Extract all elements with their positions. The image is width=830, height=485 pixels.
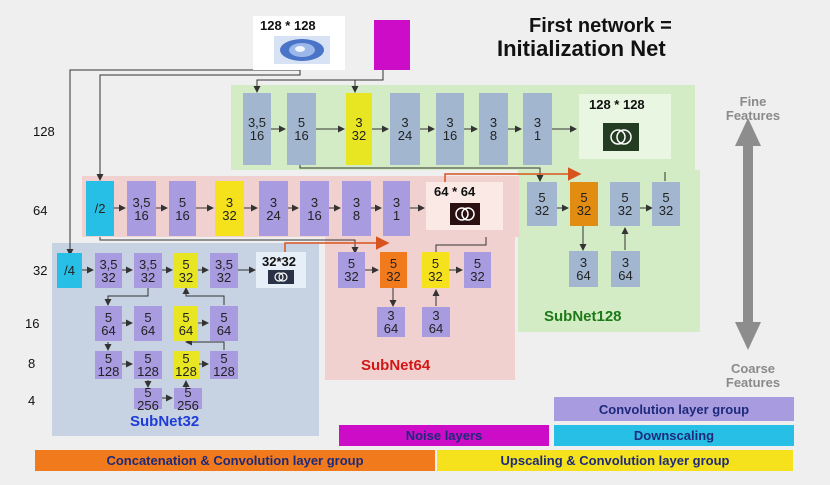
fine-features-label: Fine Features — [725, 94, 781, 123]
legend-upscale: Upscaling & Convolution layer group — [437, 450, 793, 471]
output-32-image — [268, 270, 294, 284]
legend-noise: Noise layers — [339, 425, 549, 446]
coarse-features-label: Coarse Features — [725, 361, 781, 390]
input-noise-image — [274, 36, 330, 64]
downscale-box-64: /2 — [86, 181, 114, 236]
output-32-label: 32*32 — [262, 254, 296, 269]
input-image-label: 128 * 128 — [260, 18, 316, 33]
output-64-label: 64 * 64 — [434, 184, 476, 199]
subnet128-label: SubNet128 — [544, 308, 622, 325]
output-64-image — [450, 203, 480, 225]
legend-conv: Convolution layer group — [554, 397, 794, 421]
row-label-32: 32 — [33, 263, 48, 278]
title-line1: First network = — [529, 15, 672, 37]
noise-layer-box — [374, 20, 410, 70]
row-label-64: 64 — [33, 203, 48, 218]
subnet32-label: SubNet32 — [130, 413, 200, 430]
subnet64-label: SubNet64 — [361, 357, 431, 374]
legend-down: Downscaling — [554, 425, 794, 446]
output-128-image — [603, 123, 639, 151]
downscale-box-32: /4 — [57, 253, 82, 288]
row-label-128: 128 — [33, 124, 55, 139]
row-label-16: 16 — [25, 316, 40, 331]
row-label-4: 4 — [28, 393, 36, 408]
output-128-label: 128 * 128 — [589, 97, 645, 112]
legend-concat: Concatenation & Convolution layer group — [35, 450, 435, 471]
row-label-8: 8 — [28, 356, 36, 371]
title-line2: Initialization Net — [497, 36, 666, 61]
